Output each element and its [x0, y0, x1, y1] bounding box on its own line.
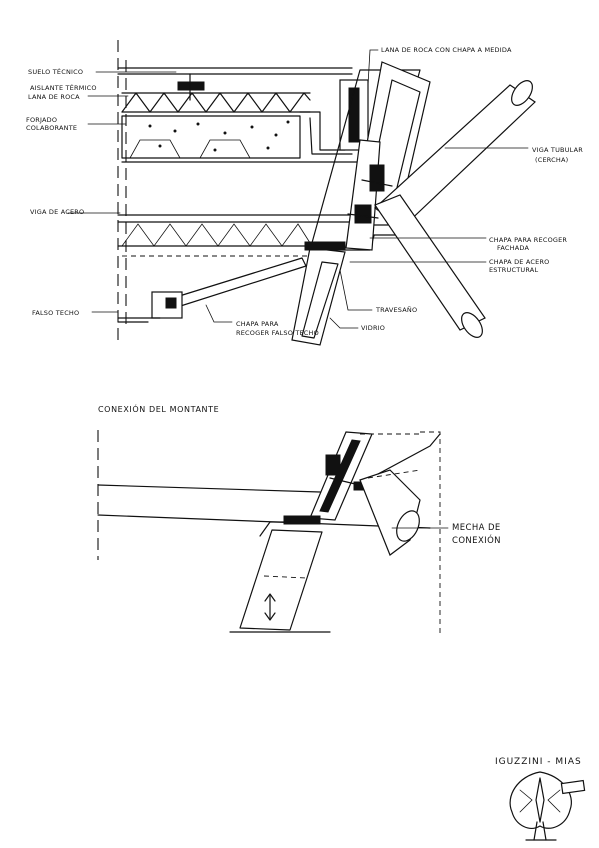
connection-bolt-block: [325, 454, 341, 476]
label-mecha-de: MECHA DE: [452, 523, 501, 533]
author-name: IGUZZINI - MIAS: [495, 757, 582, 767]
transom: [291, 247, 346, 346]
label-colaborante: COLABORANTE: [26, 124, 77, 132]
label-chapa-acero: CHAPA DE ACERO: [489, 258, 549, 266]
label-travesano: TRAVESAÑO: [375, 305, 417, 314]
connection-tube-end: [396, 510, 420, 542]
detail-1-section: SUELO TÉCNICO AISLANTE TÉRMICO LANA DE R…: [26, 40, 583, 346]
label-forjado: FORJADO: [26, 116, 57, 124]
ceiling-plate: [159, 257, 307, 311]
bolt-1: [361, 179, 393, 187]
label-viga-tubular: VIGA TUBULAR: [532, 146, 583, 154]
label-conexion: CONEXIÓN: [452, 534, 501, 546]
leader-lana-roca: [367, 49, 379, 86]
ceiling-profile-core: [165, 297, 177, 309]
rock-wool-core: [348, 87, 360, 143]
label-viga-de-acero: VIGA DE ACERO: [30, 208, 84, 216]
tubular-beam-end: [511, 80, 533, 106]
label-chapa-para: CHAPA PARA: [236, 320, 279, 328]
transom-cap: [304, 241, 346, 251]
label-suelo-tecnico: SUELO TÉCNICO: [28, 67, 83, 76]
connection-sleeve: [259, 521, 291, 537]
ceiling-profile: [151, 291, 183, 319]
composite-slab: [121, 115, 301, 159]
truss-diagonal: [374, 194, 486, 331]
steel-beam-truss: [121, 223, 313, 247]
connection-lower-mullion: [239, 529, 323, 631]
label-vidrio: VIDRIO: [361, 324, 385, 332]
leader-vidrio: [329, 317, 359, 329]
label-chapa-recoger: CHAPA PARA RECOGER: [489, 236, 567, 244]
signature-block: IGUZZINI - MIAS: [495, 757, 586, 841]
connection-tube-top: [377, 433, 441, 475]
label-lana-de-roca: LANA DE ROCA: [28, 93, 80, 101]
glass-pane: [301, 261, 339, 339]
truss-diagonal-end: [461, 312, 483, 338]
connection-right-edge: [420, 431, 441, 635]
detail-2-title: CONEXIÓN DEL MONTANTE: [98, 403, 219, 414]
leader-chapa-techo: [205, 304, 233, 323]
plate-bolt-block: [369, 164, 385, 192]
label-cercha: (CERCHA): [535, 156, 568, 164]
connection-mullion-core: [319, 439, 361, 513]
edge-channel-inner: [309, 117, 353, 155]
bolt-2: [347, 213, 379, 219]
label-recoger-falso-techo: RECOGER FALSO TECHO: [236, 329, 319, 337]
connection-slab-bottom: [97, 514, 431, 529]
label-falso-techo: FALSO TECHO: [32, 309, 79, 317]
slab-concrete-dots: [148, 120, 290, 152]
detail-2-connection: CONEXIÓN DEL MONTANTE MECHA DE CONEXIÓN: [97, 403, 501, 635]
label-fachada: FACHADA: [497, 244, 529, 252]
connection-sleeve-cap: [283, 515, 321, 525]
label-aislante-termico: AISLANTE TÉRMICO: [30, 83, 97, 92]
label-lana-roca-chapa: LANA DE ROCA CON CHAPA A MEDIDA: [381, 46, 512, 54]
plate-bolt-block-2: [354, 204, 372, 224]
tree-logo-icon: [509, 771, 586, 841]
floor-support: [177, 81, 205, 91]
insulation-zigzag: [121, 92, 311, 113]
connection-lower-hidden: [263, 575, 307, 579]
slide-arrow-heads: [264, 593, 276, 621]
label-estructural: ESTRUCTURAL: [489, 266, 538, 274]
connection-slab-top: [97, 484, 321, 493]
leader-travesano: [339, 269, 373, 311]
slab-deck-profile: [129, 139, 251, 159]
